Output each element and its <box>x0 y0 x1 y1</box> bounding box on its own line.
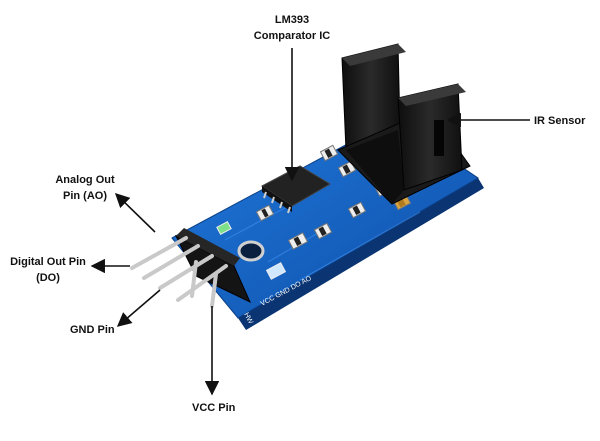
arrow-ao <box>114 192 156 233</box>
label-lm393-comparator-ic: LM393 Comparator IC <box>253 14 331 42</box>
leader-lines <box>90 48 530 396</box>
pin-gnd-short <box>190 260 198 298</box>
label-vcc-pin: VCC Pin <box>192 402 236 414</box>
signal-led <box>265 262 287 280</box>
lm393-chip <box>261 165 331 214</box>
ir-sensor-housing <box>337 43 471 205</box>
label-ir-sensor: IR Sensor <box>534 115 586 127</box>
leds <box>216 220 287 280</box>
pin-vcc-short <box>210 272 218 308</box>
pin-header <box>174 228 252 304</box>
mounting-hole <box>237 240 265 262</box>
label-gnd-pin: GND Pin <box>70 324 115 336</box>
arrow-gnd <box>116 289 161 327</box>
label-digital-out-pin: Digital Out Pin (DO) <box>10 256 86 284</box>
label-analog-out-pin: Analog Out Pin (AO) <box>55 174 115 202</box>
power-led <box>216 220 232 236</box>
pin-vcc <box>176 264 228 302</box>
header-pins <box>130 236 228 308</box>
pin-do <box>142 244 200 280</box>
pin-ao <box>130 236 188 270</box>
pin-gnd <box>158 254 214 290</box>
silkscreen-bottom: HW <box>242 312 254 326</box>
